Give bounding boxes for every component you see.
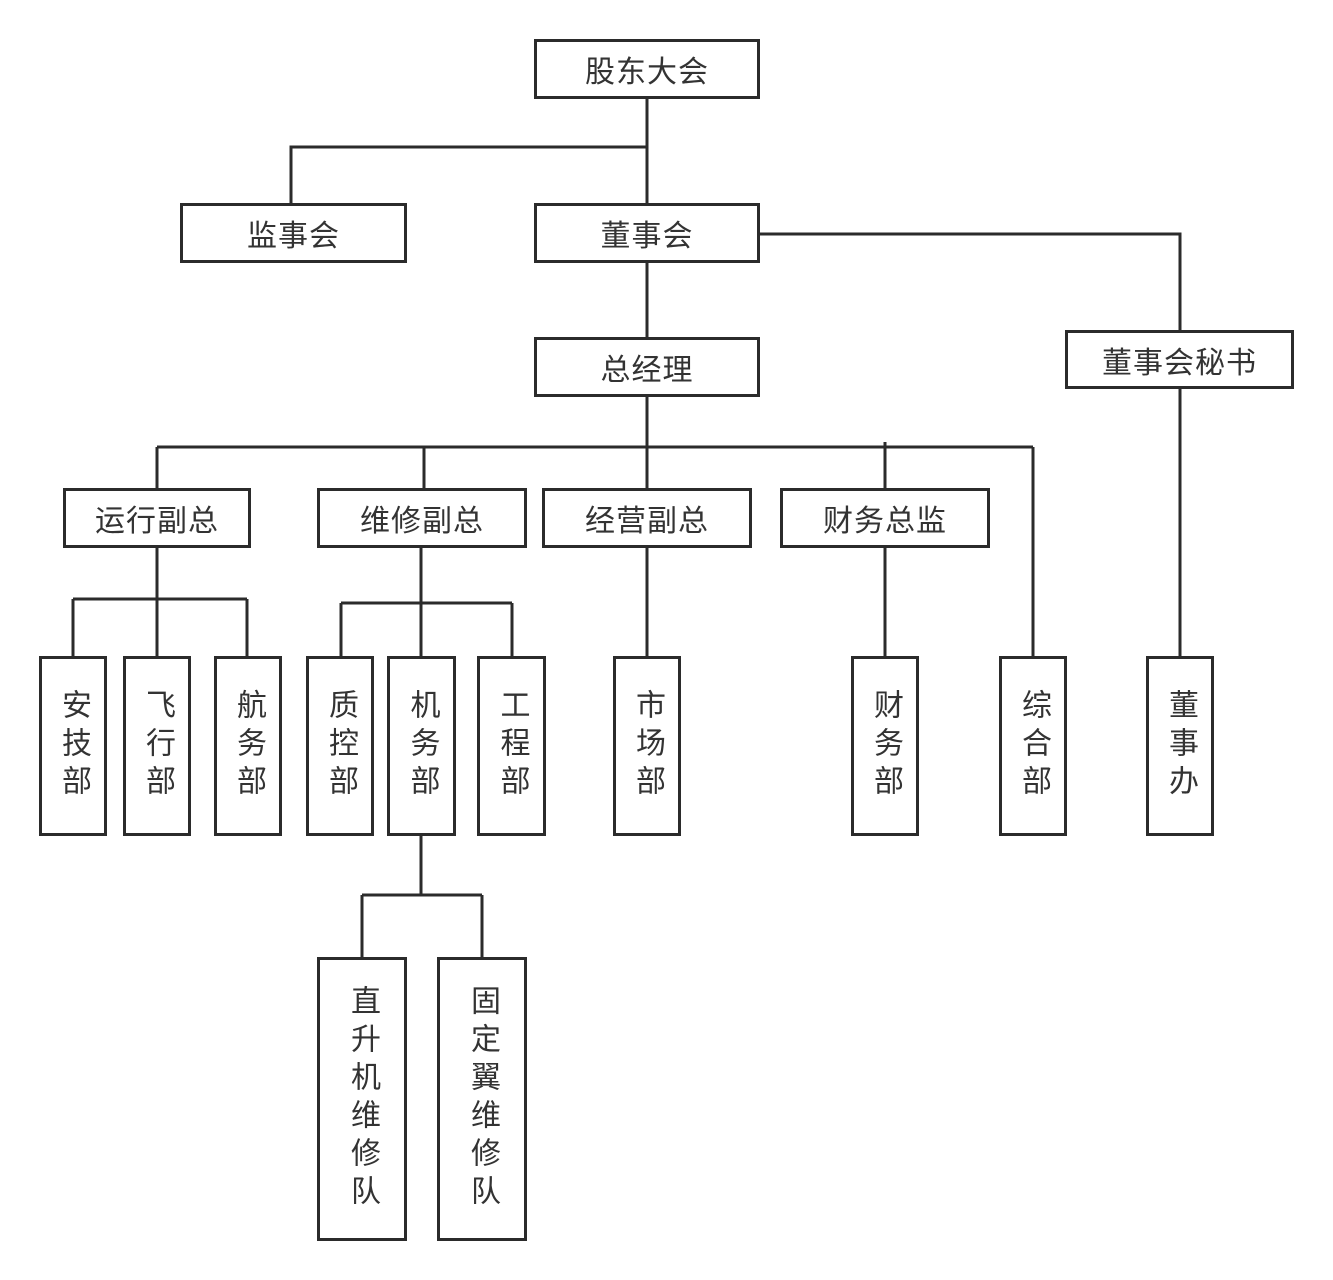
node-label: 董事办 — [1163, 689, 1198, 803]
node-aircraft-maint-dept: 机务部 — [387, 656, 456, 836]
node-flight-ops-dept: 航务部 — [214, 656, 282, 836]
node-label: 固定翼维修队 — [465, 985, 500, 1213]
node-label: 经营副总 — [585, 504, 709, 539]
node-label: 综合部 — [1016, 689, 1051, 803]
node-label: 质控部 — [323, 689, 358, 803]
node-label: 监事会 — [247, 219, 340, 254]
node-label: 总经理 — [600, 353, 694, 388]
edge-shareholders-supervisory — [289, 145, 647, 203]
node-board-secretary: 董事会秘书 — [1065, 330, 1294, 389]
node-label: 直升机维修队 — [345, 985, 380, 1213]
node-general-affairs-dept: 综合部 — [999, 656, 1067, 836]
node-label: 安技部 — [56, 689, 91, 803]
node-label: 董事会秘书 — [1102, 345, 1257, 381]
node-label: 财务总监 — [823, 504, 947, 539]
node-board-of-directors: 董事会 — [534, 203, 760, 263]
node-supervisory-board: 监事会 — [180, 203, 407, 263]
node-label: 董事会 — [600, 219, 694, 254]
node-label: 工程部 — [494, 689, 530, 803]
node-label: 机务部 — [404, 689, 440, 803]
node-label: 财务部 — [868, 689, 903, 803]
node-label: 航务部 — [231, 689, 266, 803]
node-finance-dept: 财务部 — [851, 656, 919, 836]
node-label: 市场部 — [630, 689, 665, 803]
edge-board-secretary — [760, 232, 1182, 331]
node-vp-operations: 运行副总 — [63, 488, 251, 548]
node-quality-control-dept: 质控部 — [306, 656, 374, 836]
node-vp-maintenance: 维修副总 — [317, 488, 527, 548]
node-vp-business: 经营副总 — [542, 488, 752, 548]
node-engineering-dept: 工程部 — [477, 656, 546, 836]
node-helicopter-maint-team: 直升机维修队 — [317, 957, 407, 1241]
node-board-office: 董事办 — [1146, 656, 1214, 836]
node-marketing-dept: 市场部 — [613, 656, 681, 836]
node-label: 股东大会 — [585, 55, 709, 90]
node-general-manager: 总经理 — [534, 337, 760, 397]
node-label: 维修副总 — [360, 504, 484, 539]
node-label: 飞行部 — [140, 689, 175, 803]
node-fixed-wing-maint-team: 固定翼维修队 — [437, 957, 527, 1241]
node-safety-tech-dept: 安技部 — [39, 656, 107, 836]
node-shareholders: 股东大会 — [534, 39, 760, 99]
node-cfo: 财务总监 — [780, 488, 990, 548]
node-label: 运行副总 — [95, 504, 219, 539]
node-flight-dept: 飞行部 — [123, 656, 191, 836]
